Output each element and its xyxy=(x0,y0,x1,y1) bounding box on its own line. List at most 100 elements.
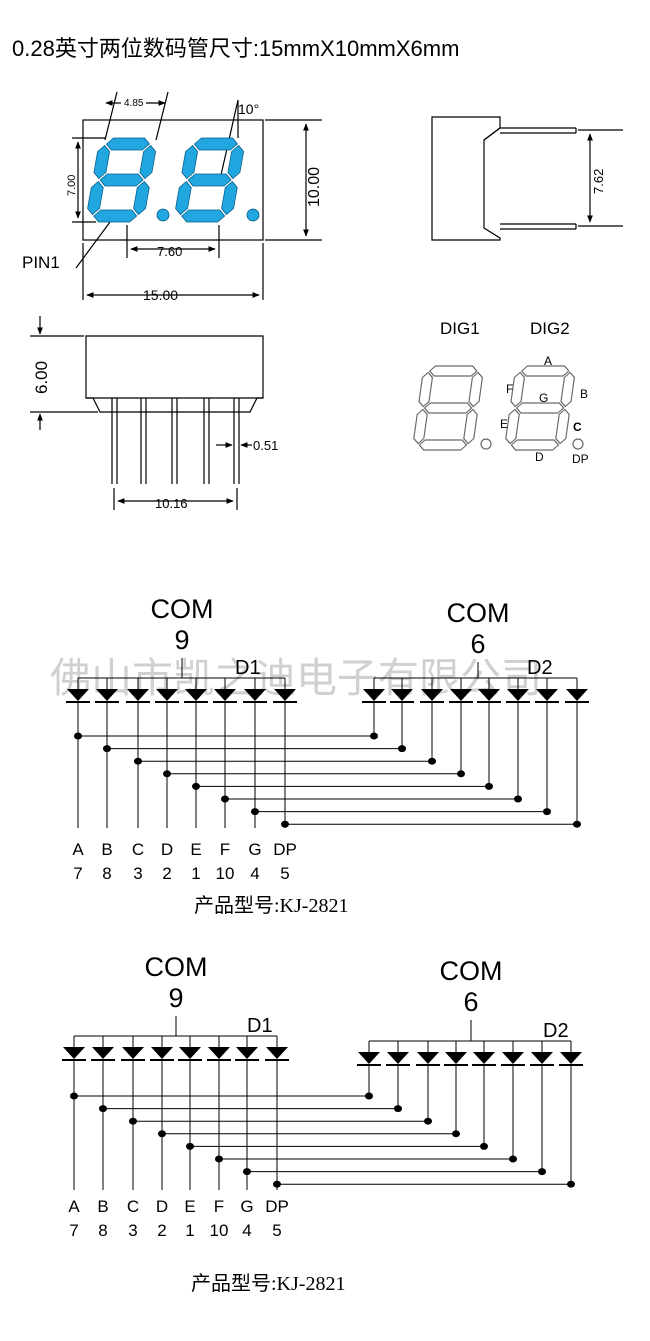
front-digit1-seg-a xyxy=(105,137,151,151)
d2-diode-7 xyxy=(560,1052,582,1064)
pin-label-1: 8 xyxy=(98,1221,107,1240)
d2-diode-0 xyxy=(363,689,385,701)
map-digit2-seg-d xyxy=(510,439,560,451)
page-title: 0.28英寸两位数码管尺寸:15mmX10mmX6mm xyxy=(12,36,459,61)
d1-diode-0 xyxy=(67,689,89,701)
model-label: 产品型号:KJ-2821 xyxy=(194,894,348,917)
front-digit1-seg-f xyxy=(93,144,111,180)
junction-left-5 xyxy=(221,795,229,803)
junction-right-0 xyxy=(365,1092,373,1100)
pin-label-7: 5 xyxy=(272,1221,281,1240)
seg-label-a: A xyxy=(544,354,552,368)
d2-diode-1 xyxy=(387,1052,409,1064)
junction-right-2 xyxy=(428,757,436,765)
side-view xyxy=(431,116,623,241)
junction-left-1 xyxy=(99,1105,107,1113)
d1-diode-2 xyxy=(122,1047,144,1059)
pin-label-7: 5 xyxy=(280,864,289,883)
com2-label: COM xyxy=(440,956,503,986)
pin-label-1: 8 xyxy=(102,864,111,883)
junction-right-3 xyxy=(457,770,465,778)
seg-label-f: F xyxy=(506,382,513,396)
map-digit1-seg-f xyxy=(418,371,434,408)
dim-pin-span: 7.60 xyxy=(157,244,182,259)
dim-width: 15.00 xyxy=(143,287,178,303)
model-label: 产品型号:KJ-2821 xyxy=(191,1272,345,1295)
d1-diode-3 xyxy=(156,689,178,701)
d1-diode-4 xyxy=(179,1047,201,1059)
front-digit2-seg-f xyxy=(181,144,199,180)
dig2-label: DIG2 xyxy=(530,319,570,338)
map-digit2-seg-c xyxy=(555,408,570,445)
dim-height: 10.00 xyxy=(306,167,323,207)
front-view xyxy=(72,91,322,300)
segment-label-5: F xyxy=(214,1197,224,1216)
pin-label-3: 2 xyxy=(157,1221,166,1240)
d1-diode-3 xyxy=(151,1047,173,1059)
map-digit1-seg-a xyxy=(428,365,478,377)
dim-depth: 6.00 xyxy=(32,361,51,394)
bottom-view xyxy=(30,316,264,510)
map-digit2-seg-a xyxy=(520,365,570,377)
pin-label-0: 7 xyxy=(69,1221,78,1240)
circuit-diagram-1: COM9D1COM6D2A7B8C3D2E1F10G4DP5产品型号:KJ-28… xyxy=(66,594,589,917)
pin-label-2: 3 xyxy=(133,864,142,883)
map-digit1-seg-b xyxy=(468,371,484,408)
com1-label: COM xyxy=(145,952,208,982)
seg-label-g: G xyxy=(539,391,548,405)
segment-label-1: B xyxy=(101,840,112,859)
front-digit2-seg-e xyxy=(175,180,192,216)
d2-diode-4 xyxy=(473,1052,495,1064)
junction-right-6 xyxy=(538,1168,546,1176)
junction-left-4 xyxy=(192,782,200,790)
segment-label-2: C xyxy=(132,840,144,859)
map-digit2-seg-g xyxy=(515,402,565,414)
segment-map-digits xyxy=(413,365,584,451)
front-dp2 xyxy=(246,208,260,222)
segment-label-3: D xyxy=(156,1197,168,1216)
front-digit1-seg-e xyxy=(87,180,104,216)
junction-left-2 xyxy=(129,1117,137,1125)
front-digit2-seg-g xyxy=(187,173,232,187)
junction-right-7 xyxy=(567,1180,575,1188)
seg-label-b: B xyxy=(580,387,588,401)
junction-right-2 xyxy=(424,1117,432,1125)
junction-left-3 xyxy=(163,770,171,778)
com2-label: COM xyxy=(447,598,510,628)
front-digit1-seg-g xyxy=(99,173,144,187)
pin-label-6: 4 xyxy=(242,1221,251,1240)
circuit-diagram-2: COM9D1COM6D2A7B8C3D2E1F10G4DP5产品型号:KJ-28… xyxy=(62,952,583,1295)
dim-row-spacing: 7.62 xyxy=(591,169,606,194)
display-body xyxy=(82,119,264,241)
d2-label: D2 xyxy=(543,1020,569,1042)
seg-label-c: C xyxy=(573,420,582,434)
segment-label-7: DP xyxy=(273,840,297,859)
junction-left-3 xyxy=(158,1130,166,1138)
map-digit2-seg-f xyxy=(510,371,526,408)
pin1-label: PIN1 xyxy=(22,253,60,272)
junction-right-4 xyxy=(485,782,493,790)
segment-label-5: F xyxy=(220,840,230,859)
d1-diode-7 xyxy=(274,689,296,701)
junction-right-1 xyxy=(398,745,406,753)
com2-pin: 6 xyxy=(470,629,485,659)
d2-diode-5 xyxy=(507,689,529,701)
com1-pin: 9 xyxy=(174,625,189,655)
d2-diode-3 xyxy=(450,689,472,701)
segment-label-2: C xyxy=(127,1197,139,1216)
junction-left-2 xyxy=(134,757,142,765)
map-dp1 xyxy=(480,438,492,450)
front-dp1 xyxy=(156,208,170,222)
d2-label: D2 xyxy=(527,657,553,679)
d2-diode-2 xyxy=(421,689,443,701)
map-digit1-seg-c xyxy=(463,408,478,445)
d1-diode-2 xyxy=(127,689,149,701)
junction-right-6 xyxy=(543,808,551,816)
segment-label-4: E xyxy=(190,840,201,859)
d2-diode-2 xyxy=(417,1052,439,1064)
front-digit2-seg-d xyxy=(181,209,226,223)
junction-right-5 xyxy=(509,1155,517,1163)
dim-tilt: 10° xyxy=(238,101,259,117)
front-digits xyxy=(87,137,260,223)
